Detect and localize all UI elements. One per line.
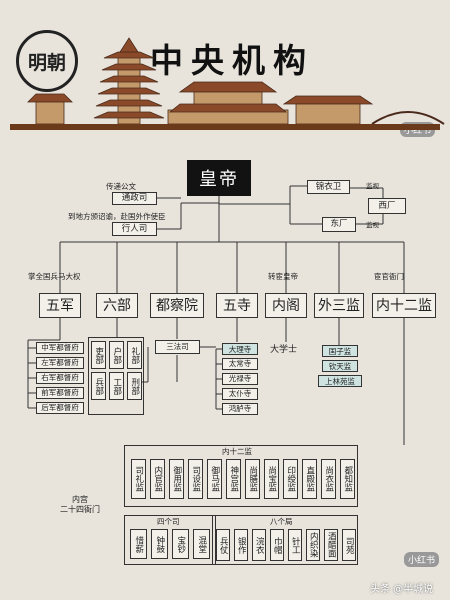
footer-credit: 头条 @半城说 xyxy=(370,584,434,595)
waisanjian-box: 外三监 xyxy=(314,293,364,318)
waisanjian-item: 国子监 xyxy=(322,345,358,357)
neigong-cell: 神宫监 xyxy=(226,459,241,499)
liubu-item: 礼部 xyxy=(127,341,142,369)
four-si-group xyxy=(124,515,216,565)
neishierjian-box: 内十二监 xyxy=(372,293,436,318)
neigong-cell: 惜薪 xyxy=(130,529,147,559)
duchayuan-box: 都察院 xyxy=(150,293,204,318)
neigong-cell: 兵仗 xyxy=(216,529,230,561)
neigong-cell: 直殿监 xyxy=(302,459,317,499)
wujun-item: 中军都督府 xyxy=(36,342,84,354)
neishier-note: 宦官衙门 xyxy=(374,272,404,281)
page-title: 中央机构 xyxy=(150,41,314,80)
wujun-item: 前军都督府 xyxy=(36,387,84,399)
neigong-cell: 内织染 xyxy=(306,529,320,561)
wusi-item: 鸿胪寺 xyxy=(222,403,258,415)
watermark-bottom: 小红书 xyxy=(404,552,440,567)
neige-note: 转宦皇帝 xyxy=(268,272,298,281)
neigong-cell: 都知监 xyxy=(340,459,355,499)
dynasty-label: 明朝 xyxy=(27,51,66,74)
palace-skyline-illustration xyxy=(10,37,445,130)
wujun-item: 右军都督府 xyxy=(36,372,84,384)
neigong-cell: 御用监 xyxy=(169,459,184,499)
neigong-cell: 御马监 xyxy=(207,459,222,499)
wusi-box: 五寺 xyxy=(216,293,258,318)
daxueshi-label: 大学士 xyxy=(270,345,298,355)
neigong-label: 内宫 二十四衙门 xyxy=(60,495,100,515)
tongzheng-box: 通政司 xyxy=(112,192,157,205)
neigong-cell: 巾帽 xyxy=(270,529,284,561)
wusi-item: 大理寺 xyxy=(222,343,258,355)
neigong-cell: 司设监 xyxy=(188,459,203,499)
xingren-box: 行人司 xyxy=(112,222,157,236)
neigong-cell: 内官监 xyxy=(150,459,165,499)
neigong-cell: 司礼监 xyxy=(131,459,146,499)
jinyiwei-box: 锦衣卫 xyxy=(307,180,350,194)
neigong-cell: 钟鼓 xyxy=(151,529,168,559)
wusi-item: 太常寺 xyxy=(222,358,258,370)
waisanjian-item: 上林苑监 xyxy=(318,375,362,387)
liubu-group xyxy=(88,337,144,415)
xichang-box: 西厂 xyxy=(368,198,406,214)
sanfasi-box: 三法司 xyxy=(155,340,200,354)
neigong-cell: 宝钞 xyxy=(172,529,189,559)
neishierjian-group-title: 内十二监 xyxy=(222,447,252,456)
emperor-box: 皇帝 xyxy=(187,160,251,196)
neigong-cell: 浣衣 xyxy=(252,529,266,561)
liubu-item: 兵部 xyxy=(91,372,106,400)
tongzheng-note: 传递公文 xyxy=(106,182,136,191)
neigong-cell: 尚衣监 xyxy=(321,459,336,499)
neigong-cell: 混堂 xyxy=(193,529,210,559)
wujun-item: 后军都督府 xyxy=(36,402,84,414)
liubu-box: 六部 xyxy=(96,293,138,318)
neige-box: 内阁 xyxy=(265,293,307,318)
wujun-box: 五军 xyxy=(39,293,81,318)
neigong-cell: 针工 xyxy=(288,529,302,561)
neigong-cell: 尚膳监 xyxy=(245,459,260,499)
eight-ju-group xyxy=(212,515,358,565)
xingren-note: 到地方颁诏谕，赴国外作使臣 xyxy=(68,212,166,221)
dynasty-title-circle: 明朝 xyxy=(16,30,78,92)
neigong-cell: 尚宝监 xyxy=(264,459,279,499)
four-si-title: 四个司 xyxy=(157,517,180,526)
liubu-item: 户部 xyxy=(109,341,124,369)
wujun-item: 左军都督府 xyxy=(36,357,84,369)
neigong-cell: 司苑 xyxy=(342,529,356,561)
waisanjian-item: 钦天监 xyxy=(322,360,358,372)
jianshi-label-bottom: 监视 xyxy=(366,221,379,229)
wusi-item: 太仆寺 xyxy=(222,388,258,400)
neigong-cell: 银作 xyxy=(234,529,248,561)
liubu-item: 工部 xyxy=(109,372,124,400)
neigong-cell: 印绶监 xyxy=(283,459,298,499)
dongchang-box: 东厂 xyxy=(322,217,356,232)
liubu-item: 刑部 xyxy=(127,372,142,400)
eight-ju-title: 八个局 xyxy=(270,517,293,526)
wusi-item: 光禄寺 xyxy=(222,373,258,385)
liubu-item: 吏部 xyxy=(91,341,106,369)
jianshi-label-top: 监视 xyxy=(366,182,379,190)
neigong-cell: 酒醋面 xyxy=(324,529,338,561)
neishierjian-group xyxy=(124,445,358,507)
wujun-note: 掌全国兵马大权 xyxy=(28,272,81,281)
